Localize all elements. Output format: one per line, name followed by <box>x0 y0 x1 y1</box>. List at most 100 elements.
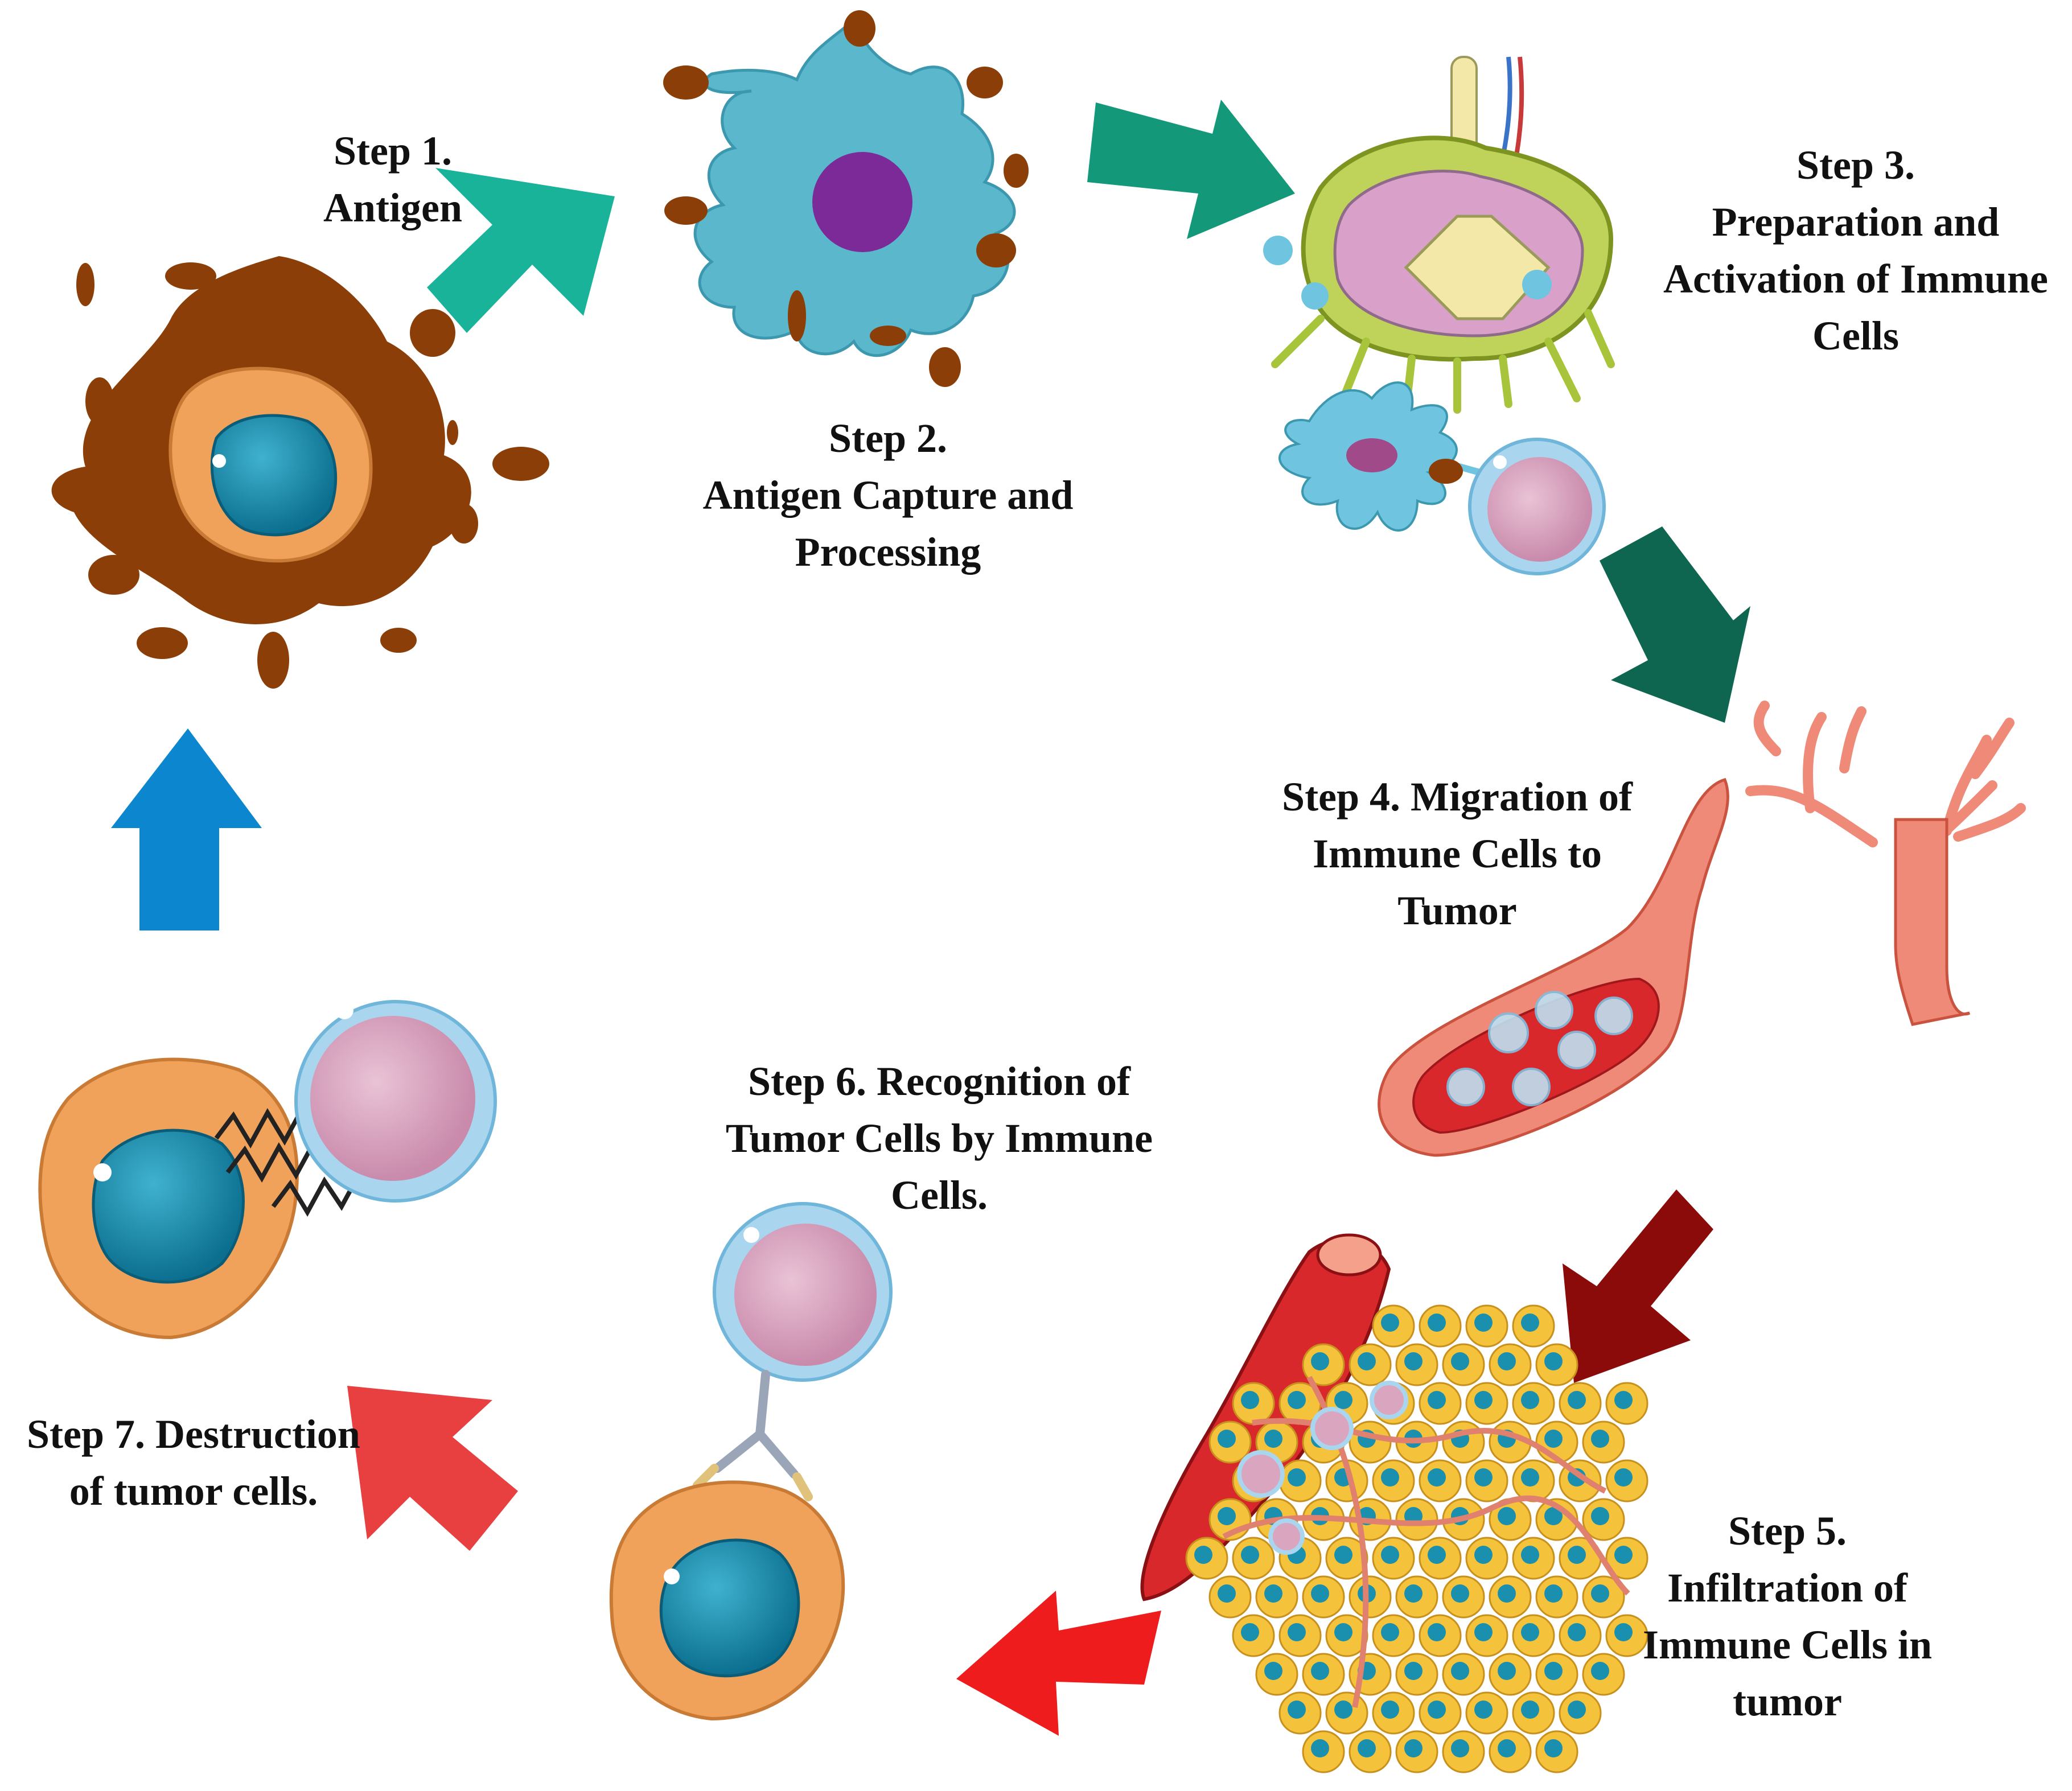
fat-cell-nucleus <box>1288 1701 1306 1719</box>
fat-cell-nucleus <box>1404 1739 1423 1757</box>
fat-cell-nucleus <box>1544 1584 1563 1603</box>
fat-cell-nucleus <box>1194 1546 1212 1564</box>
fat-cell-nucleus <box>1381 1623 1399 1641</box>
blood-vessel-icon <box>1378 701 2026 1157</box>
arrow-step7-to-step1 <box>111 728 262 931</box>
fat-cell-nucleus <box>1334 1546 1352 1564</box>
fat-cell-nucleus <box>1591 1662 1609 1680</box>
fat-cell-cluster <box>1185 1304 1648 1773</box>
fat-cell-nucleus <box>1264 1430 1282 1448</box>
fat-cell-nucleus <box>1334 1623 1352 1641</box>
t-cell-icon <box>294 1000 497 1203</box>
step7-label: Step 7. Destruction of tumor cells. <box>27 1411 360 1514</box>
fat-cell-nucleus <box>1428 1391 1446 1409</box>
fat-cell-nucleus <box>1218 1584 1236 1603</box>
t-cell-icon <box>713 1202 893 1382</box>
step2-label: Step 2. Antigen Capture and Processing <box>702 415 1074 575</box>
fat-cell-nucleus <box>1614 1623 1633 1641</box>
tumor-tissue-icon <box>1140 1233 1648 1773</box>
receptor-icon <box>693 1370 813 1501</box>
fat-cell-nucleus <box>1498 1584 1516 1603</box>
fat-cell-nucleus <box>1474 1546 1493 1564</box>
arrow-step4-to-step5 <box>1563 1189 1713 1383</box>
fat-cell-nucleus <box>1311 1739 1329 1757</box>
dendritic-cell-icon <box>1278 381 1483 532</box>
fat-cell-nucleus <box>1498 1739 1516 1757</box>
fat-cell-nucleus <box>1241 1546 1259 1564</box>
fat-cell-nucleus <box>1334 1701 1352 1719</box>
fat-cell-nucleus <box>1591 1430 1609 1448</box>
fat-cell-nucleus <box>1264 1584 1282 1603</box>
fat-cell-nucleus <box>1264 1662 1282 1680</box>
fat-cell-nucleus <box>1428 1468 1446 1487</box>
tumor-cell-icon <box>38 1057 299 1340</box>
fat-cell-nucleus <box>1311 1584 1329 1603</box>
arrow-step6-to-step7 <box>347 1386 518 1551</box>
fat-cell-nucleus <box>1521 1546 1539 1564</box>
step4-label: Step 4. Migration of Immune Cells to Tum… <box>1282 774 1633 933</box>
fat-cell-nucleus <box>1288 1468 1306 1487</box>
fat-cell-nucleus <box>1428 1546 1446 1564</box>
fat-cell-nucleus <box>1358 1739 1376 1757</box>
arrow-step3-to-step4 <box>1600 526 1750 723</box>
fat-cell-nucleus <box>1521 1468 1539 1487</box>
fat-cell-nucleus <box>1451 1352 1469 1370</box>
fat-cell-nucleus <box>1521 1314 1539 1332</box>
fat-cell-nucleus <box>1404 1662 1423 1680</box>
fat-cell-nucleus <box>1521 1623 1539 1641</box>
fat-cell-nucleus <box>1591 1507 1609 1525</box>
fat-cell-nucleus <box>1428 1314 1446 1332</box>
fat-cell-nucleus <box>1568 1701 1586 1719</box>
fat-cell-nucleus <box>1614 1391 1633 1409</box>
tumor-cell-icon <box>51 256 549 689</box>
fat-cell-nucleus <box>1358 1352 1376 1370</box>
fat-cell-nucleus <box>1404 1352 1423 1370</box>
fat-cell-nucleus <box>1544 1662 1563 1680</box>
lymph-node-icon <box>1263 56 1615 414</box>
fat-cell-nucleus <box>1381 1701 1399 1719</box>
fat-cell-nucleus <box>1451 1584 1469 1603</box>
fat-cell-nucleus <box>1544 1352 1563 1370</box>
fat-cell-nucleus <box>1568 1623 1586 1641</box>
fat-cell-nucleus <box>1218 1430 1236 1448</box>
fat-cell-nucleus <box>1498 1507 1516 1525</box>
arrow-step1-to-step2 <box>427 168 615 333</box>
dendritic-cell-icon <box>663 10 1029 387</box>
fat-cell-nucleus <box>1241 1623 1259 1641</box>
step6-label: Step 6. Recognition of Tumor Cells by Im… <box>725 1059 1153 1218</box>
fat-cell-nucleus <box>1451 1662 1469 1680</box>
fat-cell-nucleus <box>1218 1507 1236 1525</box>
fat-cell-nucleus <box>1474 1701 1493 1719</box>
fat-cell-nucleus <box>1428 1623 1446 1641</box>
fat-cell-nucleus <box>1474 1391 1493 1409</box>
fat-cell-nucleus <box>1288 1623 1306 1641</box>
fat-cell-nucleus <box>1498 1662 1516 1680</box>
fat-cell-nucleus <box>1544 1430 1563 1448</box>
fat-cell-nucleus <box>1451 1739 1469 1757</box>
fat-cell-nucleus <box>1474 1314 1493 1332</box>
t-cell-icon <box>1468 438 1606 575</box>
fat-cell-nucleus <box>1544 1507 1563 1525</box>
fat-cell-nucleus <box>1428 1701 1446 1719</box>
fat-cell-nucleus <box>1404 1584 1423 1603</box>
fat-cell-nucleus <box>1521 1701 1539 1719</box>
fat-cell-nucleus <box>1311 1352 1329 1370</box>
fat-cell-nucleus <box>1474 1468 1493 1487</box>
fat-cell-nucleus <box>1381 1468 1399 1487</box>
fat-cell-nucleus <box>1498 1352 1516 1370</box>
step3-label: Step 3. Preparation and Activation of Im… <box>1663 142 2048 359</box>
step1-label: Step 1. Antigen <box>323 128 463 230</box>
fat-cell-nucleus <box>1334 1391 1352 1409</box>
fat-cell-nucleus <box>1288 1391 1306 1409</box>
fat-cell-nucleus <box>1521 1391 1539 1409</box>
lymph-node-vessels <box>1271 309 1615 414</box>
arrow-step5-to-step6 <box>956 1591 1161 1736</box>
fat-cell-nucleus <box>1614 1546 1633 1564</box>
fat-cell-nucleus <box>1568 1391 1586 1409</box>
fat-cell-nucleus <box>1381 1314 1399 1332</box>
tumor-cell-icon <box>609 1480 845 1721</box>
fat-cell-nucleus <box>1311 1662 1329 1680</box>
fat-cell-nucleus <box>1474 1623 1493 1641</box>
fat-cell-nucleus <box>1241 1391 1259 1409</box>
